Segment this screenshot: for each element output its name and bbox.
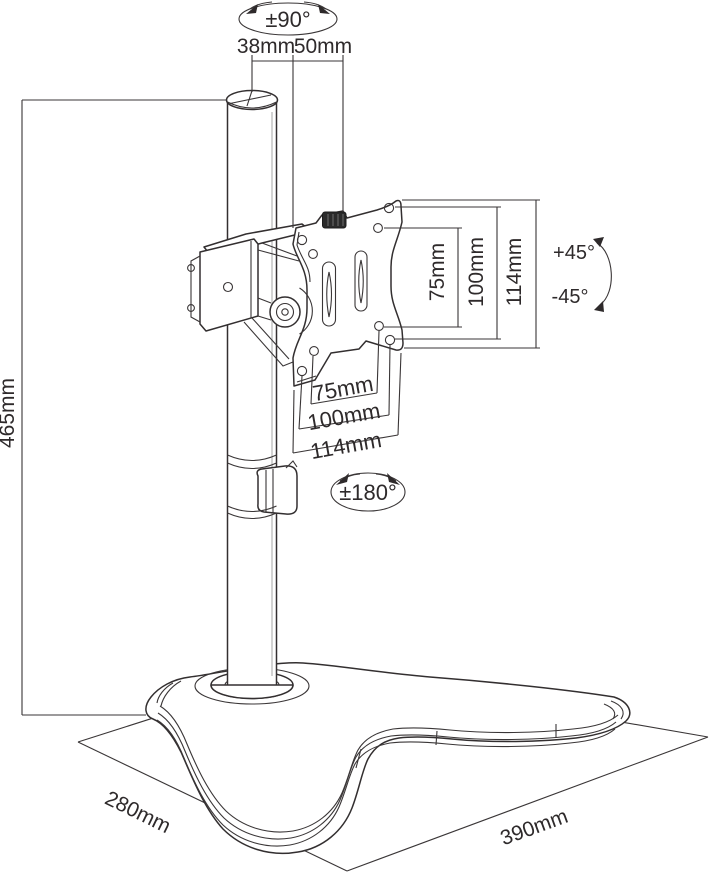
top-dimensions [251, 55, 344, 228]
tilt-down-label: -45° [552, 286, 589, 308]
arm-offset-label: 50mm [294, 35, 352, 58]
mounting-holes-outer [296, 202, 396, 377]
cable-clip-body [256, 465, 298, 515]
rotation-ellipse [238, 2, 338, 36]
pole-cap [225, 89, 279, 111]
tilt-symbol [593, 237, 612, 312]
clamp-bracket [199, 238, 259, 332]
plate-rotation-symbol [330, 472, 406, 512]
plate-rotation-label: ±180° [339, 480, 397, 505]
vesa-vertical-dimensions [384, 199, 540, 349]
stand-pole [210, 89, 294, 700]
base-depth-label: 280mm [101, 787, 174, 838]
right-foot-bevel [610, 700, 624, 720]
pole-collar-front [210, 684, 294, 700]
base-bevel-low [156, 719, 616, 847]
tension-knob [322, 211, 347, 229]
height-dimension [21, 99, 230, 716]
pole-rotation-symbol [238, 1, 338, 36]
left-foot-bevel [156, 682, 174, 704]
vesa-vertical-outer-label: 114mm [503, 238, 526, 306]
pole-height-label: 465mm [0, 378, 19, 448]
vesa-vertical-middle-label: 100mm [465, 237, 488, 307]
cable-clip [227, 454, 298, 520]
vesa-horizontal-dimensions [292, 330, 402, 454]
plate-slots [321, 250, 368, 327]
base-bevel-mid [157, 712, 617, 840]
pole-rotation-label: ±90° [265, 7, 310, 32]
vesa-plate-outline [292, 199, 404, 387]
pole-diameter-label: 38mm [237, 35, 295, 58]
vesa-plate [292, 199, 404, 387]
tilt-pivot [269, 296, 301, 328]
tilt-up-label: +45° [553, 242, 595, 264]
clamp-screw-hole [222, 281, 234, 293]
mounting-holes-inner [308, 223, 384, 356]
vesa-vertical-inner-label: 75mm [426, 243, 449, 301]
clamp-assembly [187, 223, 324, 367]
